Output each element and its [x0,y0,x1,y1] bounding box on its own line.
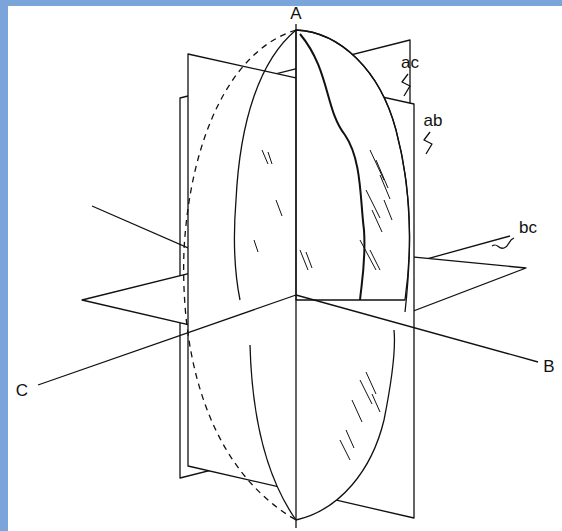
pebble-upper-left [234,30,296,300]
axis-label: A [288,4,303,23]
pebble-ridge [300,34,365,300]
pebble-upper [296,30,409,300]
b-axis-front [296,295,538,362]
bc-leader [492,238,514,248]
a-axis [295,24,296,528]
figure-ground: Aac ab bcC B [8,6,562,531]
pebble-hatching [254,150,392,460]
axis-label: B [541,357,556,376]
axis-label: C [14,381,30,400]
plane-label: ab [422,111,445,130]
ac-leader [402,74,410,96]
plane-label: ac [399,53,421,72]
pebble-illustration [8,6,562,531]
plane-label: bc [517,218,539,237]
ab-leader [424,132,432,154]
pebble-lower [250,330,395,520]
pebble-upper-right [296,30,409,312]
c-axis-front [38,295,296,385]
